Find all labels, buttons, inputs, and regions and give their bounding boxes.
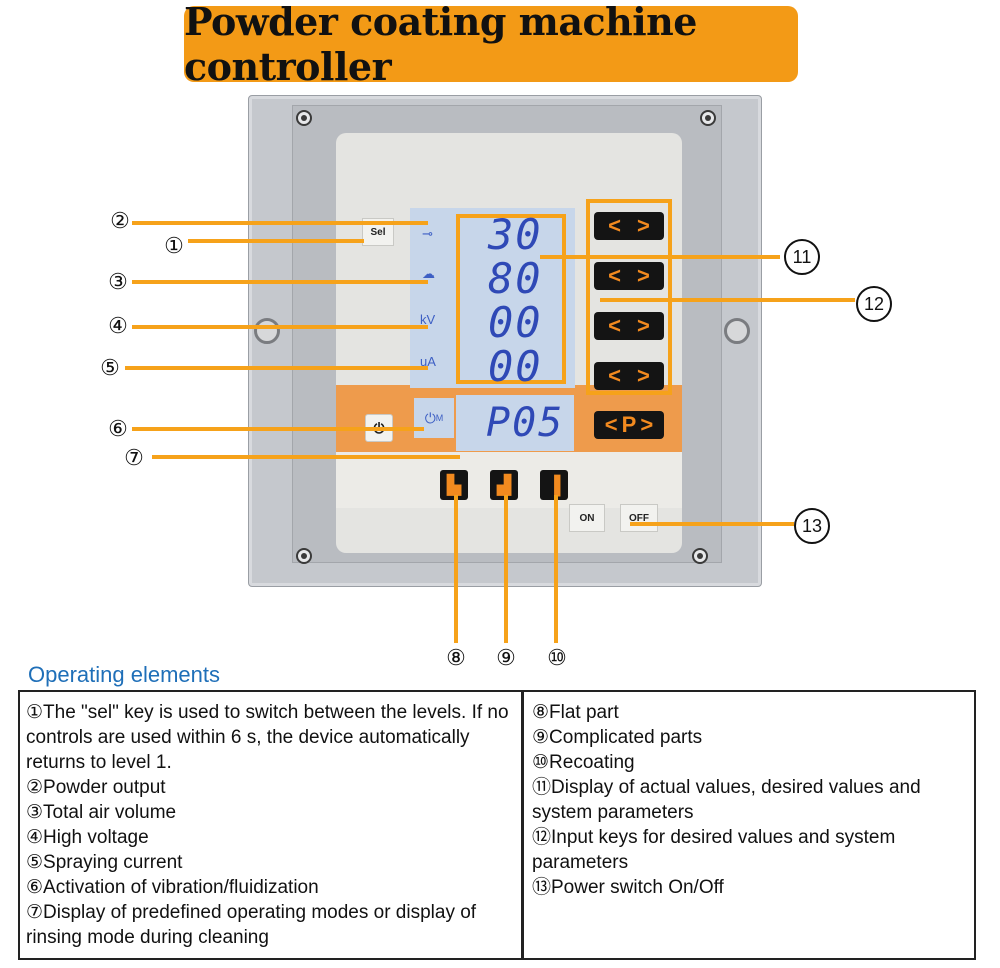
legend-item: ⑦Display of predefined operating modes o… [26, 902, 477, 948]
off-button[interactable]: OFF [620, 504, 658, 532]
legend-item: ④High voltage [26, 827, 149, 848]
kv-arrow-keys[interactable]: <> [594, 312, 664, 340]
vibration-label: M [435, 413, 444, 423]
screw-icon [692, 548, 708, 564]
ua-arrow-keys[interactable]: <> [594, 362, 664, 390]
complicated-parts-button[interactable]: ▟ [490, 470, 518, 500]
leader-line-3 [132, 280, 428, 284]
legend-item: ⑤Spraying current [26, 852, 183, 873]
off-label: OFF [629, 512, 649, 524]
mode-readout: P05 [486, 400, 565, 446]
leader-line-11 [540, 255, 780, 259]
callout-3: ③ [108, 269, 128, 295]
callout-13: 13 [794, 508, 830, 544]
title-banner: Powder coating machine controller [184, 0, 798, 89]
callout-9: ⑨ [496, 645, 516, 671]
complicated-parts-icon: ▟ [497, 474, 511, 495]
legend-item: ⑨Complicated parts [532, 727, 703, 748]
legend-item: ⑫Input keys for desired values and syste… [532, 827, 896, 873]
legend-item: ⑩Recoating [532, 752, 635, 773]
kv-symbol: kV [420, 312, 436, 327]
powder-output-icon: ⊸ [422, 226, 433, 241]
screw-icon [296, 110, 312, 126]
page-title: Powder coating machine controller [184, 0, 697, 89]
screw-icon [700, 110, 716, 126]
readout-powder: 30 [488, 210, 543, 259]
air-arrow-keys[interactable]: <> [594, 262, 664, 290]
recoating-icon: ▐ [547, 474, 561, 495]
legend-right-column: ⑧Flat part ⑨Complicated parts ⑩Recoating… [532, 700, 972, 900]
callout-7: ⑦ [124, 445, 144, 471]
callout-5: ⑤ [100, 355, 120, 381]
legend-table [18, 690, 976, 960]
mode-display [456, 395, 574, 451]
callout-10: ⑩ [547, 645, 567, 671]
legend-item: ⑧Flat part [532, 702, 619, 723]
legend-item: ⑪Display of actual values, desired value… [532, 777, 921, 823]
legend-item: ②Powder output [26, 777, 166, 798]
legend-divider [521, 690, 524, 960]
readout-kv: 00 [488, 298, 543, 347]
leader-line-7 [152, 455, 460, 459]
leader-line-8 [454, 495, 458, 643]
callout-2: ② [110, 208, 130, 234]
legend-item: ⑬Power switch On/Off [532, 877, 724, 898]
leader-line-4 [132, 325, 428, 329]
leader-line-5 [125, 366, 428, 370]
on-label: ON [579, 512, 595, 524]
flat-part-icon: ▙ [447, 474, 461, 495]
legend-item: ①The "sel" key is used to switch between… [26, 702, 509, 773]
vibration-button[interactable]: ⏻M [414, 398, 454, 438]
leader-line-10 [554, 495, 558, 643]
callout-8: ⑧ [446, 645, 466, 671]
air-volume-icon: ☁ [422, 266, 435, 281]
left-knob-icon [254, 318, 280, 344]
p-key-label: P [621, 412, 637, 437]
leader-line-2 [132, 221, 428, 225]
readout-air: 80 [488, 254, 543, 303]
display-highlight [456, 214, 566, 384]
powder-arrow-keys[interactable]: <> [594, 212, 664, 240]
right-knob-icon [724, 318, 750, 344]
ua-symbol: uA [420, 354, 436, 369]
leader-line-13 [630, 522, 794, 526]
input-keys-highlight [586, 199, 672, 395]
lcd-display [410, 208, 575, 388]
legend-item: ⑥Activation of vibration/fluidization [26, 877, 319, 898]
callout-11: 11 [784, 239, 820, 275]
legend-left-column: ①The "sel" key is used to switch between… [26, 700, 518, 950]
screw-icon [296, 548, 312, 564]
program-keys[interactable]: <P> [594, 411, 664, 439]
callout-1: ① [164, 233, 184, 259]
readout-ua: 00 [488, 342, 543, 391]
leader-line-1 [188, 239, 364, 243]
section-title: Operating elements [28, 662, 220, 687]
on-button[interactable]: ON [569, 504, 605, 532]
vibration-icon: ⏻ [424, 409, 436, 426]
callout-12: 12 [856, 286, 892, 322]
leader-line-6 [132, 427, 424, 431]
sel-label: Sel [370, 226, 386, 238]
flat-part-button[interactable]: ▙ [440, 470, 468, 500]
leader-line-12 [600, 298, 855, 302]
callout-6: ⑥ [108, 416, 128, 442]
legend-item: ③Total air volume [26, 802, 177, 823]
leader-line-9 [504, 495, 508, 643]
callout-4: ④ [108, 313, 128, 339]
